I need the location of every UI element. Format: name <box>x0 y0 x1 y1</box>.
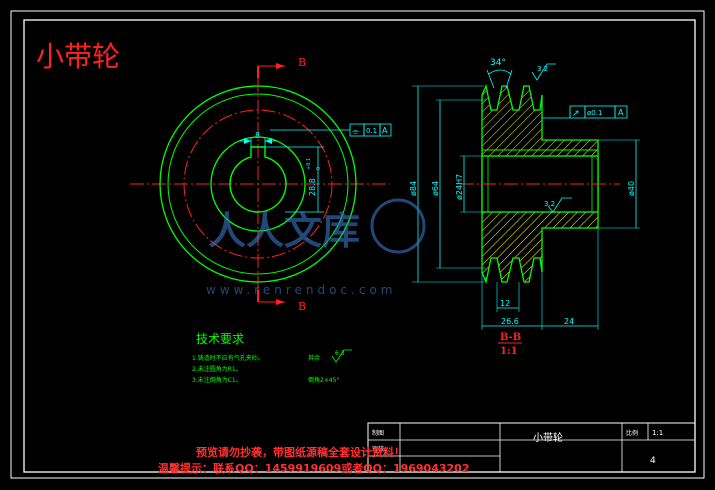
front-runout-symbol: ⌯ <box>352 127 360 137</box>
section-mark-bottom: B <box>298 300 306 313</box>
tech-req-rest: 其余 <box>308 354 320 362</box>
tech-req-item-2: 2.未注圆角为R1。 <box>192 365 242 373</box>
hub-length-dim: 24 <box>564 317 574 326</box>
scale-label: 比例 <box>626 429 638 437</box>
check-label: 审核 <box>372 445 384 453</box>
width-total-dim: 26.6 <box>501 317 519 326</box>
section-runout-symbol: ↗ <box>572 109 580 119</box>
key-width-dim: 8 <box>255 131 260 140</box>
tech-req-heading: 技术要求 <box>196 332 244 346</box>
groove-angle-dim: 34° <box>490 58 506 68</box>
inner-frame <box>23 19 696 473</box>
part-name: 小带轮 <box>533 431 563 444</box>
scale-value: 1:1 <box>652 429 663 437</box>
section-runout-datum: A <box>618 108 624 117</box>
rim-groove-circle <box>167 93 349 275</box>
section-view: 34° 3.2 ↗ ø0.1 A ø84 ø64 ø24H7 ø40 <box>409 58 640 357</box>
key-depth-dim: 28.8 <box>308 178 317 196</box>
hub-circle <box>210 136 306 232</box>
dia-bore-dim: ø24H7 <box>455 174 464 200</box>
key-depth-tol-upper: +0.1 <box>306 158 312 170</box>
tech-req-item-1: 1.铸造时不应有气孔夹砂。 <box>192 354 264 362</box>
section-runout-value: ø0.1 <box>587 109 602 117</box>
dia-pitch-dim: ø64 <box>431 181 440 196</box>
tech-req-chamfer: 倒角2×45° <box>308 376 339 384</box>
pitch-circle <box>183 109 333 259</box>
sheet-number: 4 <box>650 456 656 466</box>
notice-line-2: 温馨提示：联系QQ：1459919609或者QQ：1969043202 <box>158 461 469 475</box>
section-label: B-B <box>500 332 521 343</box>
section-scale: 1:1 <box>500 346 518 357</box>
title-block: 制图 审核 小带轮 比例 1:1 4 <box>367 422 696 473</box>
notice-line-1: 预览请勿抄袭，带图纸源稿全套设计资料！ <box>196 445 405 459</box>
front-view: B B 8 28.8 +0.1 0 ⌯ 0.1 A <box>130 56 392 313</box>
front-runout-value: 0.1 <box>366 127 377 135</box>
tech-req-item-3: 3.未注倒角为C1。 <box>192 376 242 384</box>
watermark-circle <box>370 198 426 254</box>
watermark: 人人文库 www.renrendoc.com <box>206 198 426 297</box>
watermark-logo: 人人文库 <box>208 208 360 253</box>
surface-finish-inner: 3.2 <box>544 200 555 208</box>
section-mark-top: B <box>298 56 306 69</box>
bore-keyway <box>229 146 287 213</box>
dia-outer-dim: ø84 <box>409 181 418 196</box>
key-depth-tol-lower: 0 <box>316 167 322 170</box>
tech-requirements: 技术要求 1.铸造时不应有气孔夹砂。 2.未注圆角为R1。 3.未注倒角为C1。… <box>192 332 352 384</box>
drawing-title: 小带轮 <box>36 40 120 73</box>
watermark-url: www.renrendoc.com <box>206 283 396 297</box>
tech-req-rest-finish: 6.3 <box>335 350 345 357</box>
outer-frame <box>10 10 705 479</box>
front-runout-datum: A <box>382 126 388 135</box>
dia-hub-dim: ø40 <box>627 181 636 196</box>
rim-outer-circle <box>159 85 357 283</box>
drawn-label: 制图 <box>372 429 384 437</box>
surface-finish-top: 3.2 <box>537 65 548 73</box>
groove-pitch-dim: 12 <box>500 299 510 308</box>
